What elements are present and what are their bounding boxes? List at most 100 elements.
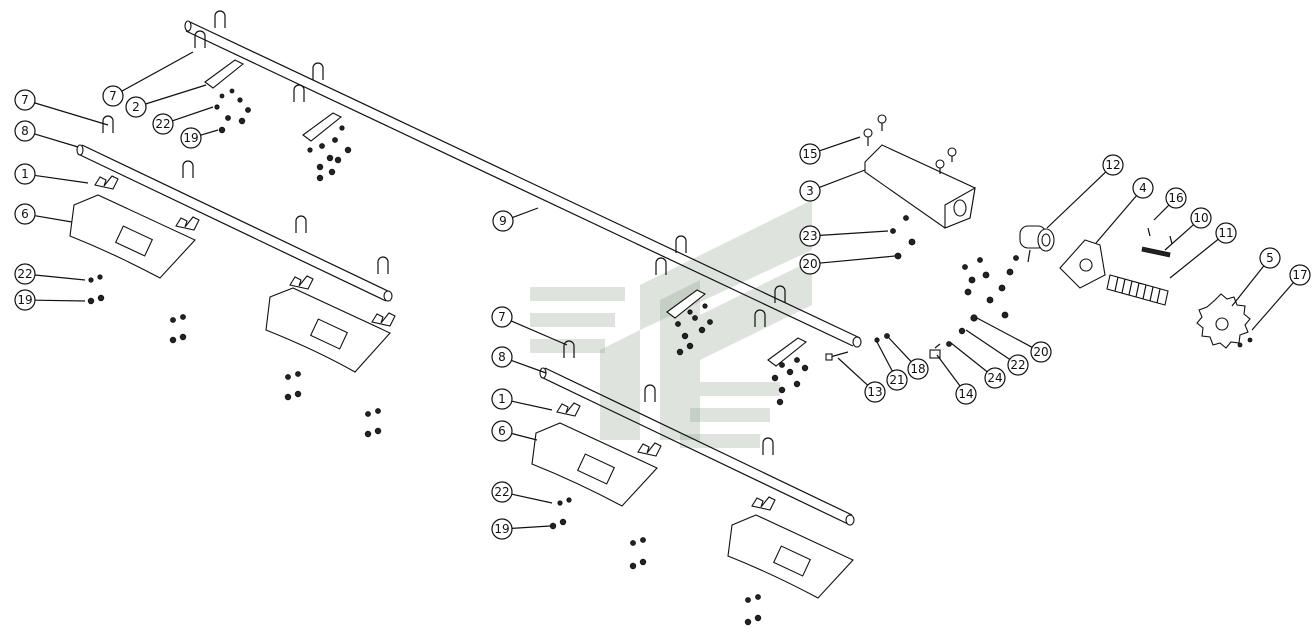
callout-circle — [1102, 154, 1124, 176]
callout-7: 7 — [491, 306, 568, 346]
callout-leader-line — [1153, 204, 1170, 221]
callout-number: 21 — [889, 373, 904, 387]
small-hardware — [825, 314, 978, 361]
callout-number: 12 — [1105, 158, 1120, 172]
callout-number: 7 — [109, 89, 117, 103]
callout-circle — [1190, 207, 1212, 229]
callout-number: 9 — [499, 214, 507, 228]
callout-number: 17 — [1292, 268, 1307, 282]
callout-number: 22 — [494, 485, 509, 499]
callout-leader-line — [936, 354, 961, 387]
callout-22: 22 — [491, 481, 553, 504]
callout-circle — [799, 253, 821, 275]
callout-leader-line — [1251, 282, 1294, 331]
callout-19: 19 — [491, 518, 551, 540]
callout-circle — [14, 263, 36, 285]
callout-number: 1 — [498, 392, 506, 406]
callout-leader-line — [511, 432, 538, 441]
callout-number: 22 — [155, 117, 170, 131]
callout-19: 19 — [180, 127, 219, 149]
callout-16: 16 — [1153, 187, 1187, 221]
callout-24: 24 — [950, 342, 1006, 389]
callout-circle — [491, 346, 513, 368]
callout-leader-line — [172, 106, 214, 122]
callout-number: 4 — [1139, 181, 1147, 195]
callout-15: 15 — [799, 136, 861, 165]
callout-20: 20 — [799, 253, 896, 275]
callout-6: 6 — [14, 203, 73, 225]
callout-4: 4 — [1095, 177, 1154, 244]
shield-lower-a — [531, 422, 658, 507]
callout-circle — [491, 306, 513, 328]
key-and-pins — [1141, 227, 1173, 258]
callout-11: 11 — [1169, 222, 1237, 279]
callout-leader-line — [34, 174, 89, 184]
nut-clusters — [87, 88, 809, 626]
main-shaft — [184, 20, 862, 348]
callout-leader-line — [1095, 195, 1137, 244]
callout-leader-line — [819, 169, 866, 188]
callout-number: 22 — [1010, 358, 1025, 372]
bearing-flange — [1059, 239, 1106, 289]
callout-leader-line — [965, 329, 1011, 360]
callout-circle — [1007, 354, 1029, 376]
callout-circle — [1289, 264, 1311, 286]
callout-circle — [799, 180, 821, 202]
callout-3: 3 — [799, 169, 866, 202]
callout-circle — [907, 358, 929, 380]
callout-leader-line — [1169, 238, 1219, 279]
callout-circle — [955, 383, 977, 405]
callout-19: 19 — [14, 289, 86, 311]
watermark-logo — [530, 200, 812, 448]
callout-circle — [1030, 341, 1052, 363]
callout-circle — [152, 113, 174, 135]
callout-leader-line — [819, 230, 889, 236]
callout-14: 14 — [936, 354, 977, 405]
callout-22: 22 — [965, 329, 1029, 376]
callout-number: 6 — [498, 424, 506, 438]
callout-1: 1 — [491, 388, 553, 411]
callout-circle — [14, 289, 36, 311]
callout-number: 14 — [958, 387, 973, 401]
gearbox-housing — [863, 114, 976, 229]
callout-number: 7 — [498, 310, 506, 324]
left-shaft — [76, 144, 393, 302]
callout-circle — [14, 120, 36, 142]
callout-leader-line — [34, 102, 109, 126]
callout-leader-line — [121, 51, 194, 92]
sprocket — [1196, 293, 1253, 349]
callout-22: 22 — [14, 263, 86, 285]
callout-leader-line — [950, 342, 988, 373]
callout-leader-line — [819, 255, 896, 264]
callout-7: 7 — [14, 89, 109, 126]
callout-leader-line — [511, 400, 553, 411]
callout-circle — [886, 369, 908, 391]
callout-circle — [102, 85, 124, 107]
callout-circle — [491, 518, 513, 540]
callout-leader-line — [200, 129, 219, 136]
callout-leader-line — [34, 274, 86, 281]
callout-number: 15 — [802, 147, 817, 161]
callout-number: 20 — [1033, 345, 1048, 359]
callout-circle — [125, 96, 147, 118]
callout-21: 21 — [876, 341, 908, 391]
callout-circle — [1259, 247, 1281, 269]
callout-leader-line — [512, 207, 539, 219]
callout-number: 2 — [132, 100, 140, 114]
threaded-screw — [1106, 274, 1169, 306]
bearing — [1019, 225, 1055, 263]
callout-leader-line — [1164, 224, 1194, 251]
callout-8: 8 — [14, 120, 79, 148]
callout-circle — [1215, 222, 1237, 244]
callouts: 7816221972221991532320124161011517202224… — [14, 51, 1311, 540]
callout-leader-line — [34, 215, 73, 223]
callout-circle — [492, 210, 514, 232]
callout-leader-line — [145, 84, 207, 105]
callout-leader-line — [819, 136, 861, 152]
callout-number: 1 — [21, 167, 29, 181]
callout-number: 5 — [1266, 251, 1274, 265]
callout-leader-line — [1046, 171, 1107, 229]
callout-2: 2 — [125, 84, 207, 118]
